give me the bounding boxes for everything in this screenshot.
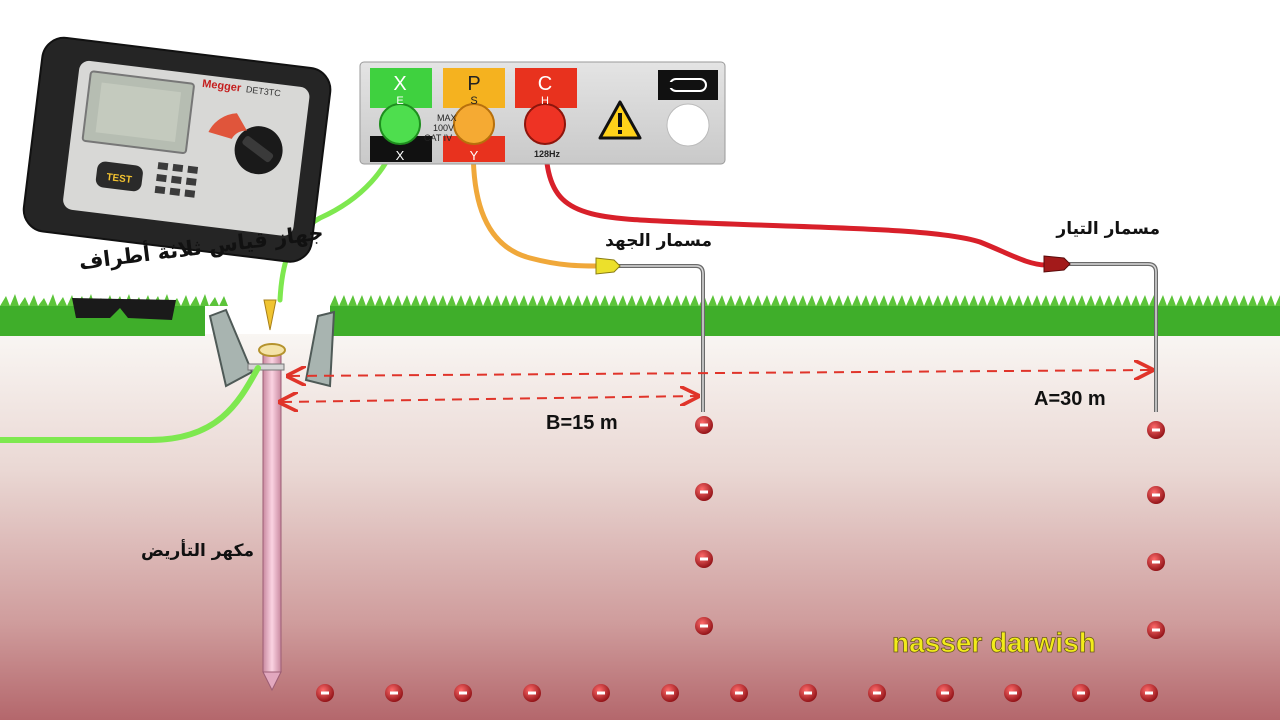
terminal-e-sub: E — [396, 95, 403, 107]
terminal-panel: X E X P S Y C H MAX 100V CAT IV 128Hz — [359, 61, 726, 165]
wire-p — [470, 125, 601, 269]
dimension-line-a — [290, 370, 1150, 376]
terminal-e-bottom: X — [396, 148, 405, 163]
rating-line-1: MAX — [437, 113, 457, 123]
minus-sign-icon — [597, 691, 605, 695]
clamp-jack-icon[interactable] — [658, 70, 718, 147]
minus-sign-icon — [735, 691, 743, 695]
wire-c — [542, 125, 1049, 268]
minus-sign-icon — [700, 624, 708, 628]
minus-sign-icon — [700, 557, 708, 561]
terminal-c[interactable]: C H — [515, 68, 577, 145]
grass-right — [330, 295, 1280, 336]
current-spike-label: مسمار التيار — [1055, 219, 1160, 239]
minus-sign-icon — [528, 691, 536, 695]
meter-keypad — [154, 162, 199, 198]
megger-meter[interactable]: Megger DET3TC TEST — [21, 35, 333, 264]
terminal-e-top: X — [393, 73, 406, 95]
terminal-p-bottom: Y — [470, 148, 479, 163]
hole-flap-left — [208, 308, 254, 388]
frequency-label: 128Hz — [534, 149, 561, 159]
turf-cut — [72, 298, 176, 320]
minus-sign-icon — [1145, 691, 1153, 695]
earth-wire-ground — [0, 365, 261, 443]
minus-sign-icon — [941, 691, 949, 695]
terminal-c-sub: H — [541, 95, 549, 107]
distance-b-label: B=15 m — [546, 412, 618, 434]
rating-line-3: CAT IV — [424, 133, 452, 143]
minus-sign-icon — [1152, 628, 1160, 632]
earth-rod — [247, 299, 286, 692]
minus-sign-icon — [1152, 560, 1160, 564]
minus-sign-icon — [804, 691, 812, 695]
minus-sign-icon — [1009, 691, 1017, 695]
potential-spike-label: مسمار الجهد — [605, 231, 712, 251]
minus-sign-icon — [459, 691, 467, 695]
watermark: nasser darwish — [892, 627, 1096, 658]
minus-sign-icon — [700, 423, 708, 427]
earth-electrode-label: مكهر التأريض — [141, 539, 254, 561]
terminal-p[interactable]: P S Y — [443, 68, 505, 163]
minus-sign-icon — [1152, 493, 1160, 497]
current-spike — [1043, 255, 1158, 412]
warning-triangle-icon — [598, 100, 642, 140]
rating-line-2: 100V — [433, 123, 454, 133]
minus-sign-icon — [390, 691, 398, 695]
minus-sign-icon — [873, 691, 881, 695]
distance-a-label: A=30 m — [1034, 388, 1106, 410]
minus-sign-icon — [700, 490, 708, 494]
terminal-p-sub: S — [470, 95, 477, 107]
terminal-c-top: C — [538, 73, 552, 95]
minus-sign-icon — [321, 691, 329, 695]
dimension-line-b — [282, 396, 696, 402]
meter-model: DET3TC — [245, 84, 281, 98]
meter-brand: Megger — [202, 78, 243, 95]
minus-sign-icon — [1077, 691, 1085, 695]
potential-spike — [595, 257, 705, 412]
terminal-p-top: P — [467, 73, 480, 95]
minus-sign-icon — [1152, 428, 1160, 432]
soil-ions — [316, 416, 1165, 702]
minus-sign-icon — [666, 691, 674, 695]
meter-test-button: TEST — [106, 172, 133, 186]
terminal-e[interactable]: X E X — [370, 68, 432, 163]
